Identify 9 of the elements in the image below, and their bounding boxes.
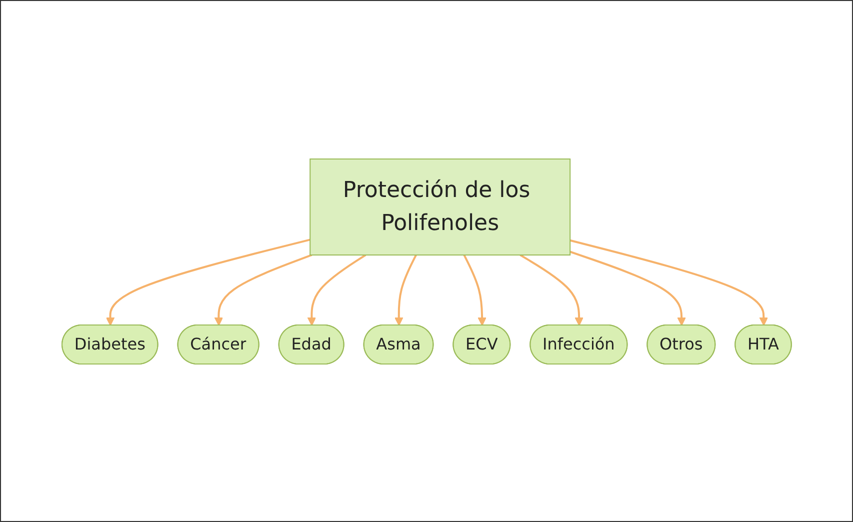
arrow xyxy=(106,238,310,326)
arrow xyxy=(394,254,417,326)
node-box: Protección de los Polifenoles xyxy=(309,158,570,255)
arrow xyxy=(570,238,768,326)
arrow xyxy=(570,250,686,326)
arrow xyxy=(214,254,312,326)
arrow xyxy=(307,254,366,326)
arrow xyxy=(520,254,584,326)
arrow xyxy=(463,254,486,326)
